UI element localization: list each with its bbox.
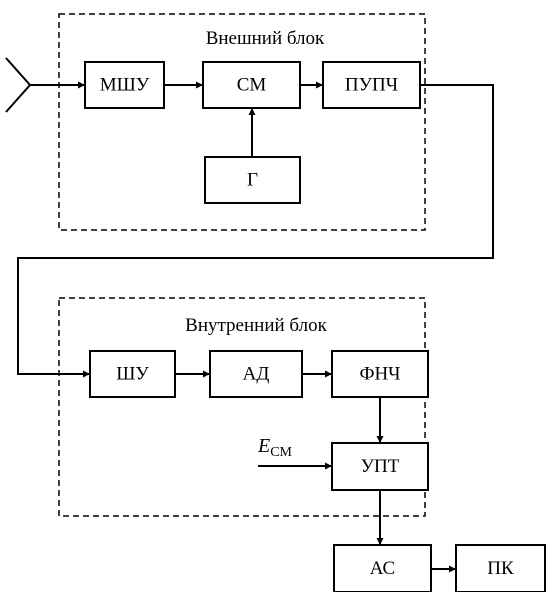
block-ad-label: АД xyxy=(243,364,270,385)
wire-pupch-to-shu xyxy=(17,84,494,378)
block-mshu: МШУ xyxy=(84,61,165,109)
block-sm-label: СМ xyxy=(237,75,267,96)
block-gen-label: Г xyxy=(247,170,258,191)
block-mshu-label: МШУ xyxy=(100,75,150,96)
block-fnch: ФНЧ xyxy=(331,350,429,398)
antenna-icon xyxy=(5,57,32,113)
block-shu-label: ШУ xyxy=(116,364,149,385)
outer-group-frame xyxy=(58,13,426,231)
inner-group-title: Внутренний блок xyxy=(185,315,327,336)
bias-subscript: СМ xyxy=(270,445,292,460)
bias-input-label: EСМ xyxy=(257,435,293,460)
block-upt-label: УПТ xyxy=(361,456,400,477)
block-as-label: АС xyxy=(370,558,395,579)
block-pupch: ПУПЧ xyxy=(322,61,421,109)
block-pk-label: ПК xyxy=(487,558,514,579)
block-gen: Г xyxy=(204,156,301,204)
block-ad: АД xyxy=(209,350,303,398)
block-as: АС xyxy=(333,544,432,592)
outer-group-title: Внешний блок xyxy=(206,28,325,49)
block-pupch-label: ПУПЧ xyxy=(345,75,398,96)
block-pk: ПК xyxy=(455,544,546,592)
block-fnch-label: ФНЧ xyxy=(359,364,400,385)
block-sm: СМ xyxy=(202,61,301,109)
block-upt: УПТ xyxy=(331,442,429,491)
bias-symbol: E xyxy=(257,435,270,457)
block-shu: ШУ xyxy=(89,350,176,398)
inner-group-frame xyxy=(58,297,426,517)
